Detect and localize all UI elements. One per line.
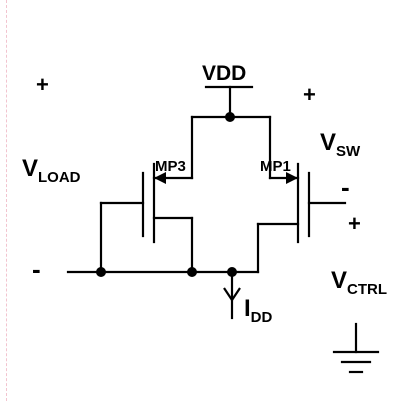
idd-label: IDD — [244, 295, 273, 326]
mp1-label: MP1 — [260, 158, 291, 175]
mp3-arrow — [154, 172, 166, 184]
junction-gate — [96, 267, 106, 277]
vsw-plus: + — [303, 82, 316, 107]
vload-minus: - — [32, 254, 41, 284]
junction-top — [225, 112, 235, 122]
mp1-arrow — [286, 172, 298, 184]
vdd-label: VDD — [202, 62, 246, 85]
page-border — [6, 0, 7, 401]
vsw-label: VSW — [320, 129, 361, 160]
vload-plus: + — [36, 72, 49, 97]
vsw-minus: - — [341, 172, 350, 202]
junction-idd — [227, 267, 237, 277]
vctrl-plus: + — [348, 211, 361, 236]
vload-label: VLOAD — [22, 155, 81, 186]
vctrl-label: VCTRL — [331, 267, 387, 298]
idd-arrow — [223, 287, 241, 302]
junction-mp3-drain — [187, 267, 197, 277]
mp3-label: MP3 — [155, 158, 186, 175]
